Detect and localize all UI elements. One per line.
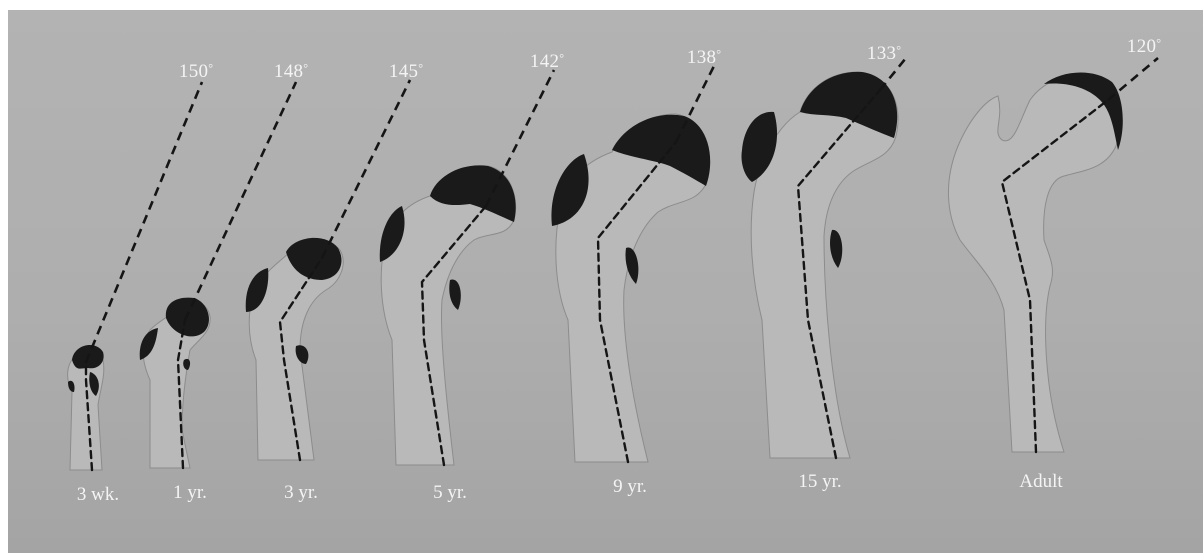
age-label-3yr: 3 yr. <box>284 483 318 502</box>
angle-label-9yr: 138° <box>687 48 721 67</box>
age-label-9yr: 9 yr. <box>613 477 647 496</box>
angle-label-1yr: 148° <box>274 62 308 81</box>
angle-label-3wk: 150° <box>179 62 213 81</box>
age-label-1yr: 1 yr. <box>173 483 207 502</box>
age-label-3wk: 3 wk. <box>77 485 119 504</box>
age-label-adult: Adult <box>1019 472 1062 491</box>
age-label-5yr: 5 yr. <box>433 483 467 502</box>
angle-line-5yr <box>486 70 554 206</box>
angle-label-3yr: 145° <box>389 62 423 81</box>
angle-label-adult: 120° <box>1127 37 1161 56</box>
angle-label-5yr: 142° <box>530 52 564 71</box>
cartilage-5yr-3 <box>449 279 461 310</box>
cartilage-9yr-3 <box>625 248 638 284</box>
cartilage-15yr-3 <box>830 230 842 268</box>
femur-adult <box>948 74 1120 452</box>
angle-label-15yr: 133° <box>867 44 901 63</box>
age-label-15yr: 15 yr. <box>798 472 841 491</box>
